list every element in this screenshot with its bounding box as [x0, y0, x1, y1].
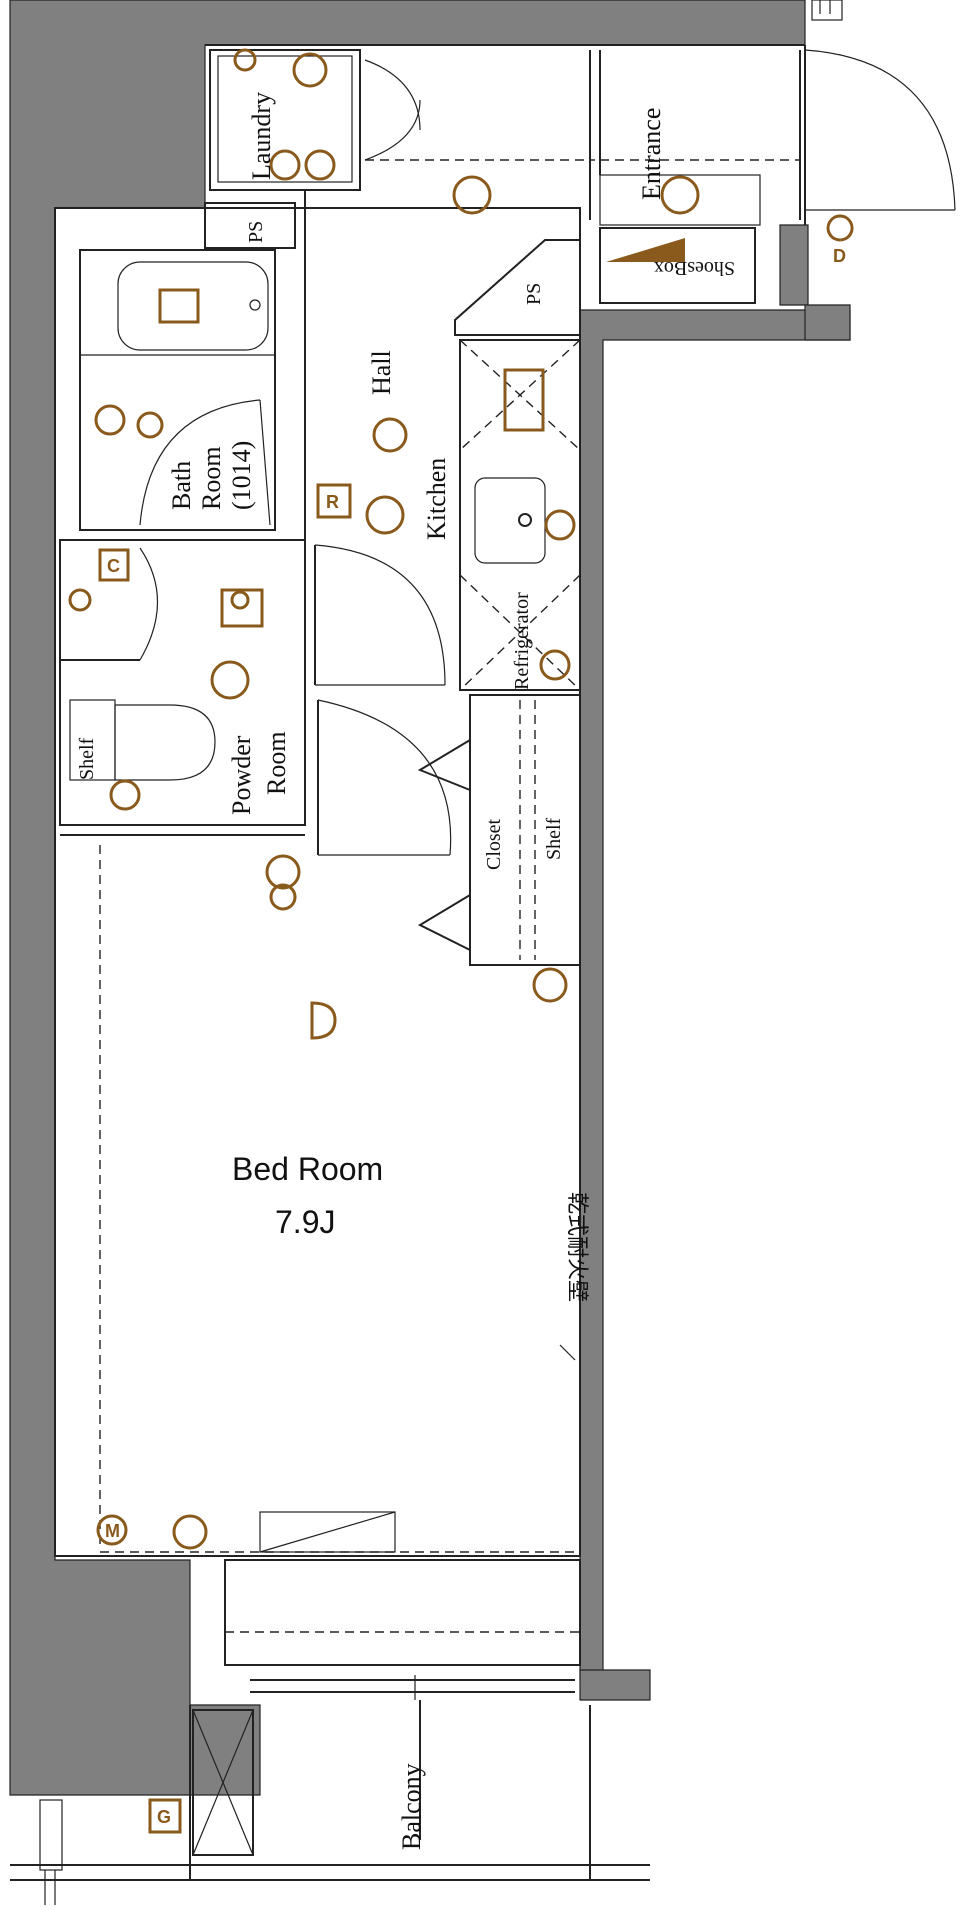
entrance-area: Entrance [589, 49, 956, 226]
shoesbox-label: ShoesBox [654, 257, 735, 279]
ps-left-label: PS [245, 221, 267, 243]
fire-wall-label: 乾式耐火壁 [564, 1192, 589, 1302]
refrigerator-label: Refrigerator [511, 592, 533, 690]
symbol-c: C [107, 556, 120, 576]
symbol-d2: D [833, 246, 846, 266]
entrance-label: Entrance [637, 108, 666, 200]
powder-label-2: Room [262, 731, 291, 795]
bedroom-label: Bed Room [232, 1151, 383, 1187]
powder-room: C Shelf Powder Room [59, 539, 306, 826]
balcony: G Balcony [10, 1559, 650, 1905]
laundry-label: Laundry [247, 92, 276, 180]
closet-area: Closet Shelf [314, 544, 581, 1003]
bath-label-2: Room [197, 446, 226, 510]
laundry-doors [364, 59, 595, 161]
symbol-m: M [105, 1521, 120, 1541]
balcony-label: Balcony [397, 1763, 426, 1850]
bedroom-size: 7.9J [275, 1204, 335, 1240]
bath-label-1: Bath [167, 461, 196, 510]
symbol-r: R [326, 492, 339, 512]
powder-label-1: Powder [227, 735, 256, 815]
hall-kitchen: Hall Kitchen R Refrigerator [304, 175, 581, 691]
symbol-g: G [157, 1807, 171, 1827]
closet-shelf-label: Shelf [543, 817, 565, 860]
bedroom: Bed Room 7.9J 乾式耐火壁 M [60, 834, 589, 1553]
pipe-shafts: PS PS D [204, 202, 854, 336]
laundry-area: Laundry [209, 48, 361, 191]
shoesbox: ShoesBox [599, 227, 756, 304]
corner-detail [811, 0, 843, 21]
bathroom: Bath Room (1014) [79, 249, 276, 531]
shelf-toilet-label: Shelf [76, 737, 98, 780]
kitchen-label: Kitchen [422, 458, 451, 540]
closet-label: Closet [483, 818, 505, 870]
hall-label: Hall [367, 350, 396, 395]
bath-label-3: (1014) [227, 441, 256, 510]
ps-right-label: PS [523, 283, 545, 305]
